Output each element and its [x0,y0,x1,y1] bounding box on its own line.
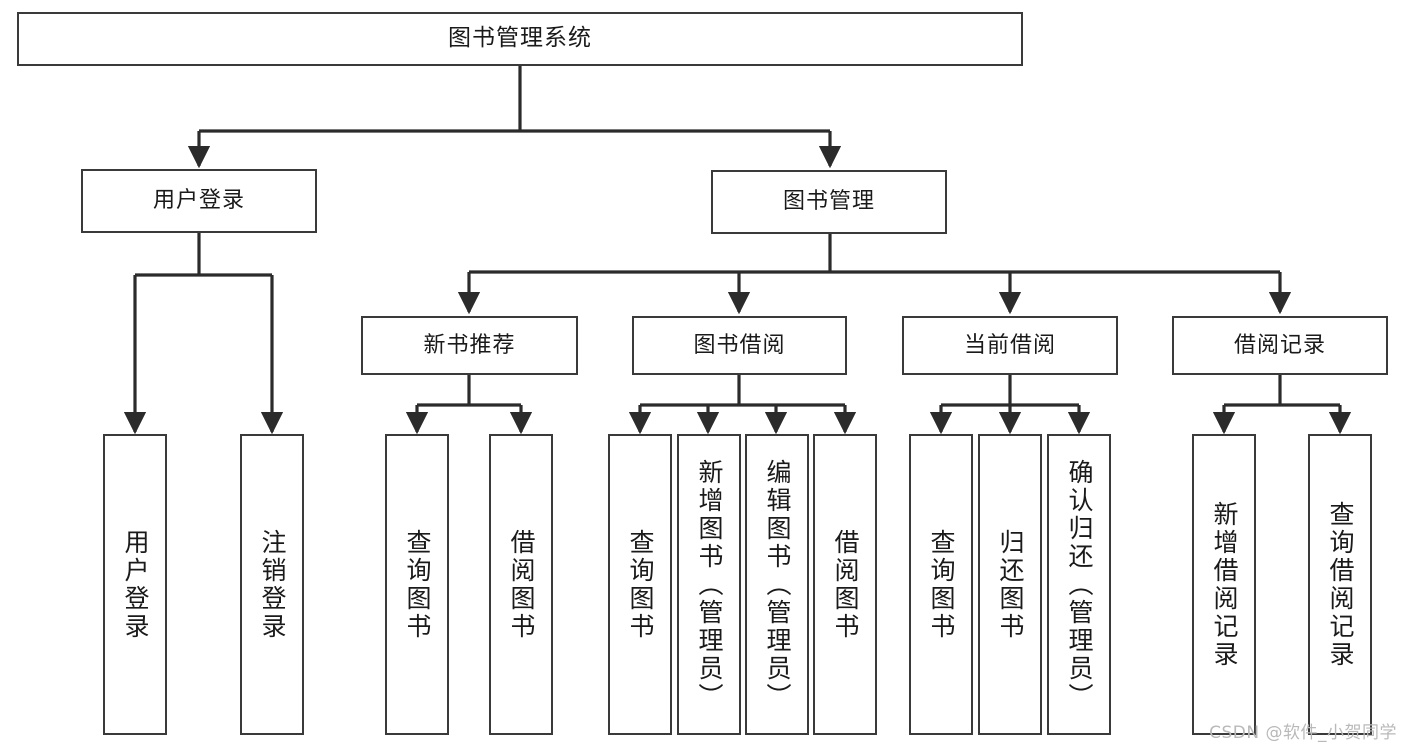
node-book-borrow-label: 图书借阅 [693,332,786,358]
node-leaf-query-book-3[interactable]: 查询图书 [909,434,973,735]
csdn-watermark: CSDN @软件_小贺同学 [1209,723,1397,743]
node-user-login[interactable]: 用户登录 [81,169,317,233]
node-leaf-return-book-label: 归还图书 [996,528,1025,641]
node-new-book-recommend[interactable]: 新书推荐 [361,316,578,375]
node-leaf-query-book-3-label: 查询图书 [927,528,956,641]
node-leaf-add-book-label: 新增图书（管理员） [695,458,724,711]
node-new-book-recommend-label: 新书推荐 [423,332,516,358]
node-leaf-add-book[interactable]: 新增图书（管理员） [677,434,741,735]
node-leaf-borrow-book-2-label: 借阅图书 [831,528,860,641]
node-book-manage[interactable]: 图书管理 [711,170,947,234]
node-leaf-add-record[interactable]: 新增借阅记录 [1192,434,1256,735]
node-leaf-query-record-label: 查询借阅记录 [1326,500,1355,669]
node-leaf-borrow-book-1[interactable]: 借阅图书 [489,434,553,735]
node-root-system[interactable]: 图书管理系统 [17,12,1023,66]
node-leaf-query-record[interactable]: 查询借阅记录 [1308,434,1372,735]
node-leaf-add-record-label: 新增借阅记录 [1210,500,1239,669]
node-leaf-confirm-return[interactable]: 确认归还（管理员） [1047,434,1111,735]
node-current-borrow[interactable]: 当前借阅 [902,316,1118,375]
node-leaf-user-login[interactable]: 用户登录 [103,434,167,735]
node-leaf-return-book[interactable]: 归还图书 [978,434,1042,735]
node-leaf-logout-login[interactable]: 注销登录 [240,434,304,735]
node-borrow-record[interactable]: 借阅记录 [1172,316,1388,375]
node-leaf-user-login-label: 用户登录 [121,528,150,641]
node-leaf-query-book-1-label: 查询图书 [403,528,432,641]
node-borrow-record-label: 借阅记录 [1233,332,1326,358]
node-leaf-query-book-1[interactable]: 查询图书 [385,434,449,735]
node-book-borrow[interactable]: 图书借阅 [632,316,847,375]
node-leaf-query-book-2[interactable]: 查询图书 [608,434,672,735]
node-leaf-edit-book-label: 编辑图书（管理员） [763,458,792,711]
node-leaf-borrow-book-2[interactable]: 借阅图书 [813,434,877,735]
node-leaf-logout-login-label: 注销登录 [258,528,287,641]
node-book-manage-label: 图书管理 [782,189,875,215]
node-root-system-label: 图书管理系统 [448,25,592,52]
node-leaf-query-book-2-label: 查询图书 [626,528,655,641]
node-leaf-borrow-book-1-label: 借阅图书 [507,528,536,641]
node-user-login-label: 用户登录 [152,188,245,214]
node-leaf-edit-book[interactable]: 编辑图书（管理员） [745,434,809,735]
node-current-borrow-label: 当前借阅 [963,332,1056,358]
node-leaf-confirm-return-label: 确认归还（管理员） [1065,458,1094,711]
